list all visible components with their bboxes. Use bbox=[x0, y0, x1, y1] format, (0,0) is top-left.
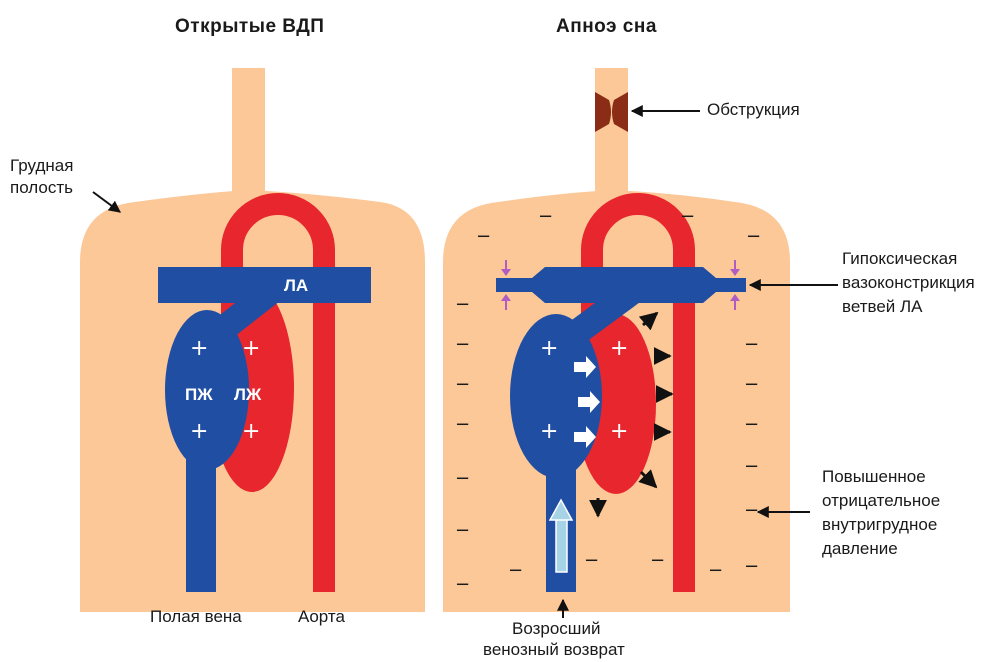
minus-sign: − bbox=[708, 560, 723, 582]
thorax-pointer bbox=[93, 192, 120, 212]
label-venous-2: венозный возврат bbox=[483, 639, 625, 661]
minus-sign: − bbox=[744, 374, 759, 396]
minus-sign: − bbox=[455, 574, 470, 596]
minus-sign: − bbox=[650, 550, 665, 572]
vena-cava-open bbox=[186, 448, 216, 592]
label-hypoxic-1: Гипоксическая bbox=[842, 248, 957, 270]
trachea-apnea bbox=[595, 68, 628, 202]
plus-sign: + bbox=[610, 338, 628, 360]
plus-sign: + bbox=[190, 338, 208, 360]
label-venous-1: Возросший bbox=[512, 618, 600, 640]
minus-sign: − bbox=[455, 414, 470, 436]
minus-sign: − bbox=[746, 226, 761, 248]
minus-sign: − bbox=[455, 520, 470, 542]
minus-sign: − bbox=[455, 374, 470, 396]
minus-sign: − bbox=[584, 550, 599, 572]
label-pressure-4: давление bbox=[822, 538, 898, 560]
minus-sign: − bbox=[680, 206, 695, 228]
minus-sign: − bbox=[508, 560, 523, 582]
plus-sign: + bbox=[540, 421, 558, 443]
minus-sign: − bbox=[455, 334, 470, 356]
minus-sign: − bbox=[744, 334, 759, 356]
label-pressure-2: отрицательное bbox=[822, 490, 940, 512]
plus-sign: + bbox=[242, 421, 260, 443]
label-lv-open: ЛЖ bbox=[234, 384, 261, 406]
label-pressure-3: внутригрудное bbox=[822, 514, 937, 536]
label-obstruction: Обструкция bbox=[707, 99, 800, 121]
minus-sign: − bbox=[744, 500, 759, 522]
plus-sign: + bbox=[190, 421, 208, 443]
plus-sign: + bbox=[242, 338, 260, 360]
title-open-airway: Открытые ВДП bbox=[175, 16, 324, 38]
pulmonary-artery-open bbox=[158, 267, 371, 303]
minus-sign: − bbox=[744, 556, 759, 578]
label-vena-cava: Полая вена bbox=[150, 606, 242, 628]
minus-sign: − bbox=[744, 414, 759, 436]
minus-sign: − bbox=[455, 468, 470, 490]
minus-sign: − bbox=[476, 226, 491, 248]
plus-sign: + bbox=[610, 421, 628, 443]
label-thorax-1: Грудная bbox=[10, 155, 73, 177]
label-hypoxic-2: вазоконстрикция bbox=[842, 272, 975, 294]
label-rv-open: ПЖ bbox=[185, 384, 213, 406]
label-hypoxic-3: ветвей ЛА bbox=[842, 296, 923, 318]
trachea-open bbox=[232, 68, 265, 198]
minus-sign: − bbox=[538, 206, 553, 228]
plus-sign: + bbox=[540, 338, 558, 360]
label-thorax-2: полость bbox=[10, 177, 73, 199]
minus-sign: − bbox=[455, 294, 470, 316]
label-pressure-1: Повышенное bbox=[822, 466, 926, 488]
title-sleep-apnea: Апноэ сна bbox=[556, 16, 657, 38]
label-pa-open: ЛА bbox=[284, 275, 308, 297]
label-aorta: Аорта bbox=[298, 606, 345, 628]
minus-sign: − bbox=[744, 456, 759, 478]
